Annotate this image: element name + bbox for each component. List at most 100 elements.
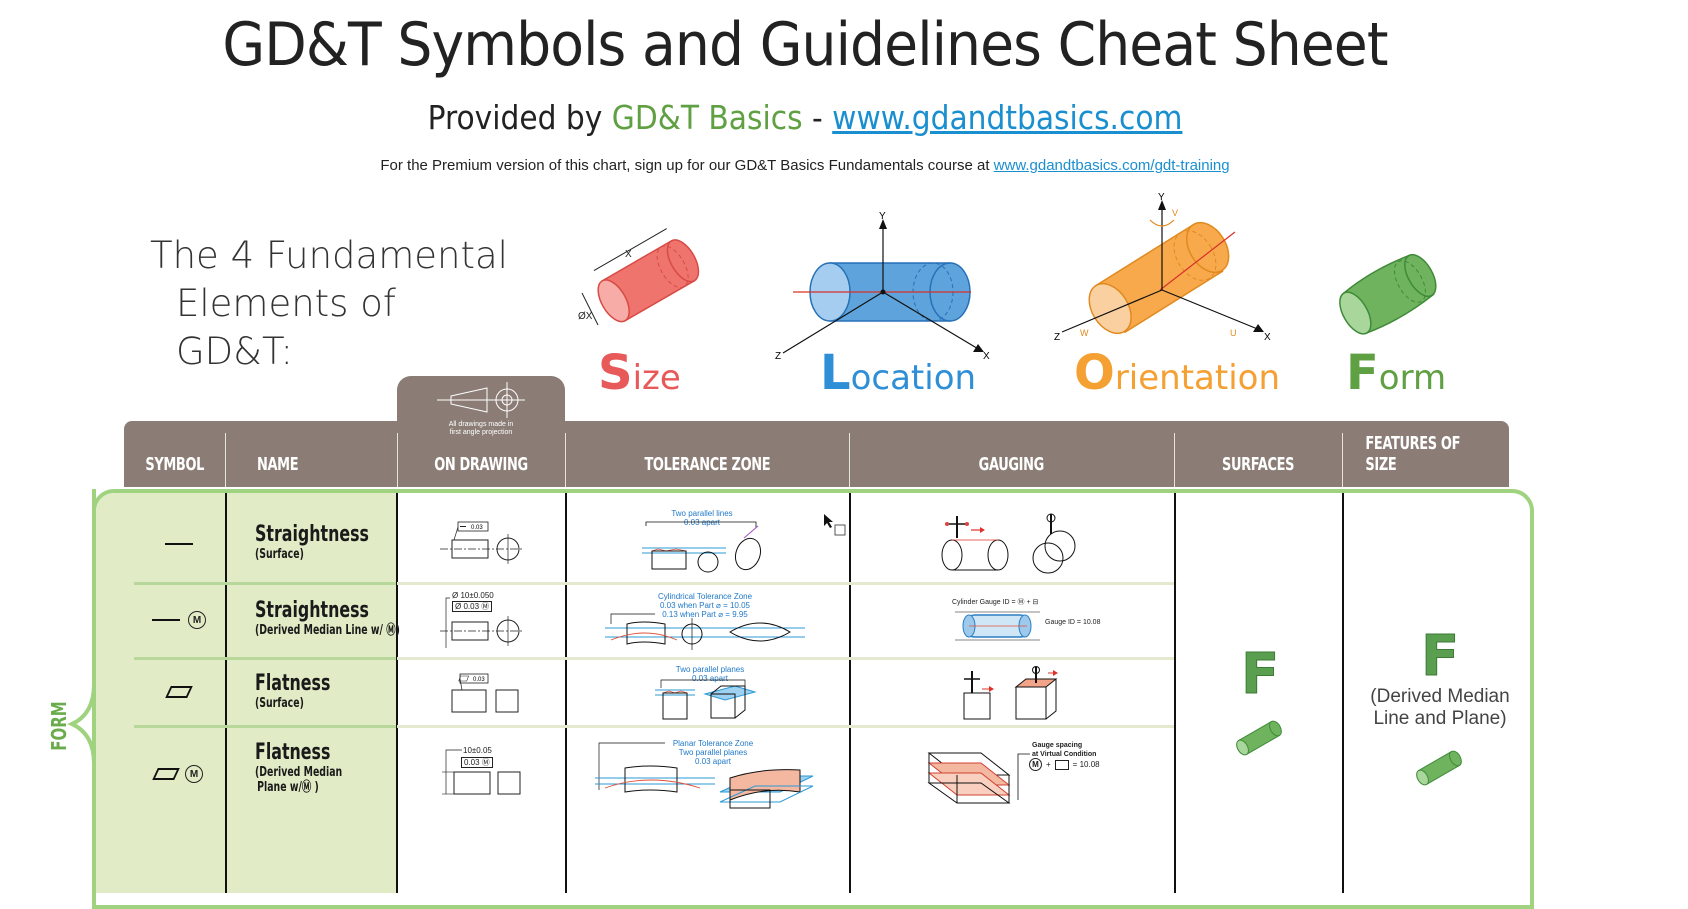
table-row-2-name: Straightness (Derived Median Line w/ Ⓜ) <box>255 598 400 638</box>
flatness-icon <box>152 768 180 780</box>
straightness-icon <box>152 618 180 622</box>
size-cylinder-icon: X ØX <box>578 228 700 326</box>
row-4-tolerance-zone-icon <box>595 742 814 809</box>
row-2-drawing-callout: Ø 0.03 Ⓜ <box>452 601 493 612</box>
table-row-1-name: Straightness (Surface) <box>255 522 369 562</box>
table-row-2-symbol: M <box>134 606 224 634</box>
element-location: Location <box>820 345 977 401</box>
column-header-gauging[interactable]: GAUGING <box>978 454 1045 475</box>
element-size: Size <box>598 345 681 401</box>
header-separator <box>849 433 850 487</box>
column-header-name[interactable]: NAME <box>257 454 299 475</box>
premium-note: For the Premium version of this chart, s… <box>0 157 1610 174</box>
row-1-tolerance-zone-icon <box>642 521 762 573</box>
row-divider <box>397 725 1174 728</box>
svg-text:U: U <box>1230 328 1237 338</box>
svg-text:0.03: 0.03 <box>473 677 485 683</box>
table-header <box>124 421 1509 487</box>
row-divider <box>397 582 1174 585</box>
svg-text:Z: Z <box>775 351 781 362</box>
row-4-gauging-icon <box>927 752 1011 804</box>
surfaces-form-letter: F <box>1240 642 1280 708</box>
svg-text:Z: Z <box>1054 332 1060 343</box>
form-cylinder-icon <box>1339 253 1437 335</box>
svg-text:V: V <box>1172 208 1178 218</box>
column-header-features-of-size[interactable]: FEATURES OF SIZE <box>1365 433 1461 475</box>
header-separator <box>397 433 398 487</box>
column-divider <box>225 493 227 893</box>
mouse-cursor-icon <box>824 514 846 536</box>
column-header-surfaces[interactable]: SURFACES <box>1221 454 1295 475</box>
row-1-drawing-icon: 0.03 <box>440 521 524 564</box>
svg-text:X: X <box>983 351 990 362</box>
row-divider <box>134 725 396 728</box>
page-title: GD&T Symbols and Guidelines Cheat Sheet <box>222 10 1388 80</box>
row-divider <box>134 582 396 585</box>
heading-line-1: The 4 Fundamental <box>150 234 508 277</box>
table-row-4-symbol: M <box>134 760 224 788</box>
row-3-drawing-icon: 0.03 <box>451 673 519 713</box>
header-separator <box>565 433 566 487</box>
row-4-gauge-text: Gauge spacing at Virtual Condition <box>1032 742 1097 758</box>
fundamentals-heading: The 4 Fundamental Elements of GD&T: <box>150 232 510 376</box>
row-3-tolerance-zone-icon <box>655 679 757 720</box>
website-link[interactable]: www.gdandtbasics.com <box>832 98 1183 137</box>
row-2-gauging-icon <box>955 611 1040 641</box>
svg-text:0.03: 0.03 <box>471 525 483 531</box>
form-group-fill <box>96 493 396 893</box>
row-4-tolerance-text: Planar Tolerance Zone Two parallel plane… <box>672 739 754 766</box>
orientation-cylinder-icon: Y V Z W U X <box>1054 192 1271 343</box>
training-link[interactable]: www.gdandtbasics.com/gdt-training <box>993 157 1230 174</box>
table-row-4-name: Flatness (Derived Median Plane w/Ⓜ ) <box>255 740 343 795</box>
svg-text:Y: Y <box>1158 192 1165 203</box>
row-4-drawing-callout: 0.03 Ⓜ <box>461 757 493 768</box>
row-1-tolerance-text: Two parallel lines 0.03 apart <box>671 509 733 527</box>
table-row-3-name: Flatness (Surface) <box>255 671 331 711</box>
column-header-tolerance-zone[interactable]: TOLERANCE ZONE <box>644 454 770 475</box>
header-separator <box>1174 433 1175 487</box>
fos-cylinder-icon <box>1416 750 1462 786</box>
fos-form-letter: F <box>1420 624 1460 690</box>
element-orientation: Orientation <box>1074 345 1280 401</box>
row-2-drawing-dimension: Ø 10±0.050 <box>452 591 494 600</box>
row-2-tolerance-zone-icon <box>605 613 805 650</box>
column-divider <box>396 493 398 893</box>
first-angle-projection-icon <box>437 382 525 418</box>
column-header-on-drawing[interactable]: ON DRAWING <box>434 454 528 475</box>
mmc-modifier-icon: M <box>188 611 206 629</box>
heading-line-2: Elements of GD&T: <box>176 282 396 373</box>
table-row-3-symbol <box>134 678 224 706</box>
row-1-gauging-icon <box>941 513 1076 574</box>
svg-text:X: X <box>625 249 632 260</box>
fos-description: (Derived Median Line and Plane) <box>1370 686 1510 729</box>
row-divider <box>134 657 396 660</box>
header-separator <box>225 433 226 487</box>
row-4-drawing-icon <box>442 749 521 795</box>
row-3-tolerance-text: Two parallel planes 0.03 apart <box>675 665 745 683</box>
column-divider <box>565 493 567 893</box>
row-2-gauge-value: Gauge ID = 10.08 <box>1045 619 1101 626</box>
subtitle-prefix: Provided by <box>427 98 603 137</box>
column-header-symbol[interactable]: SYMBOL <box>145 454 205 475</box>
mmc-modifier-icon: M <box>185 765 203 783</box>
element-form: Form <box>1346 345 1447 401</box>
premium-text: For the Premium version of this chart, s… <box>380 157 990 174</box>
column-divider <box>1342 493 1344 893</box>
svg-text:X: X <box>1264 332 1271 343</box>
svg-text:Y: Y <box>879 211 886 222</box>
row-2-drawing-icon <box>440 597 524 648</box>
row-2-gauge-formula: Cylinder Gauge ID = Ⓜ + ⊟ <box>952 599 1039 606</box>
form-group-label: FORM <box>46 701 71 751</box>
location-cylinder-icon: Y Z X <box>775 211 990 362</box>
row-3-gauging-icon <box>963 666 1058 720</box>
flatness-icon <box>165 686 193 698</box>
row-4-gauge-bracket-icon <box>1017 753 1030 800</box>
form-brace-icon <box>67 489 96 880</box>
flatness-box-icon <box>1054 759 1069 770</box>
row-2-tolerance-text: Cylindrical Tolerance Zone 0.03 when Par… <box>657 592 753 619</box>
table-row-1-symbol <box>134 530 224 558</box>
row-4-gauge-formula: M + = 10.08 <box>1029 758 1100 771</box>
subtitle-separator: - <box>811 98 823 137</box>
subtitle: Provided by GD&T Basics - www.gdandtbasi… <box>81 98 1530 137</box>
projection-note: All drawings made in first angle project… <box>448 421 514 436</box>
